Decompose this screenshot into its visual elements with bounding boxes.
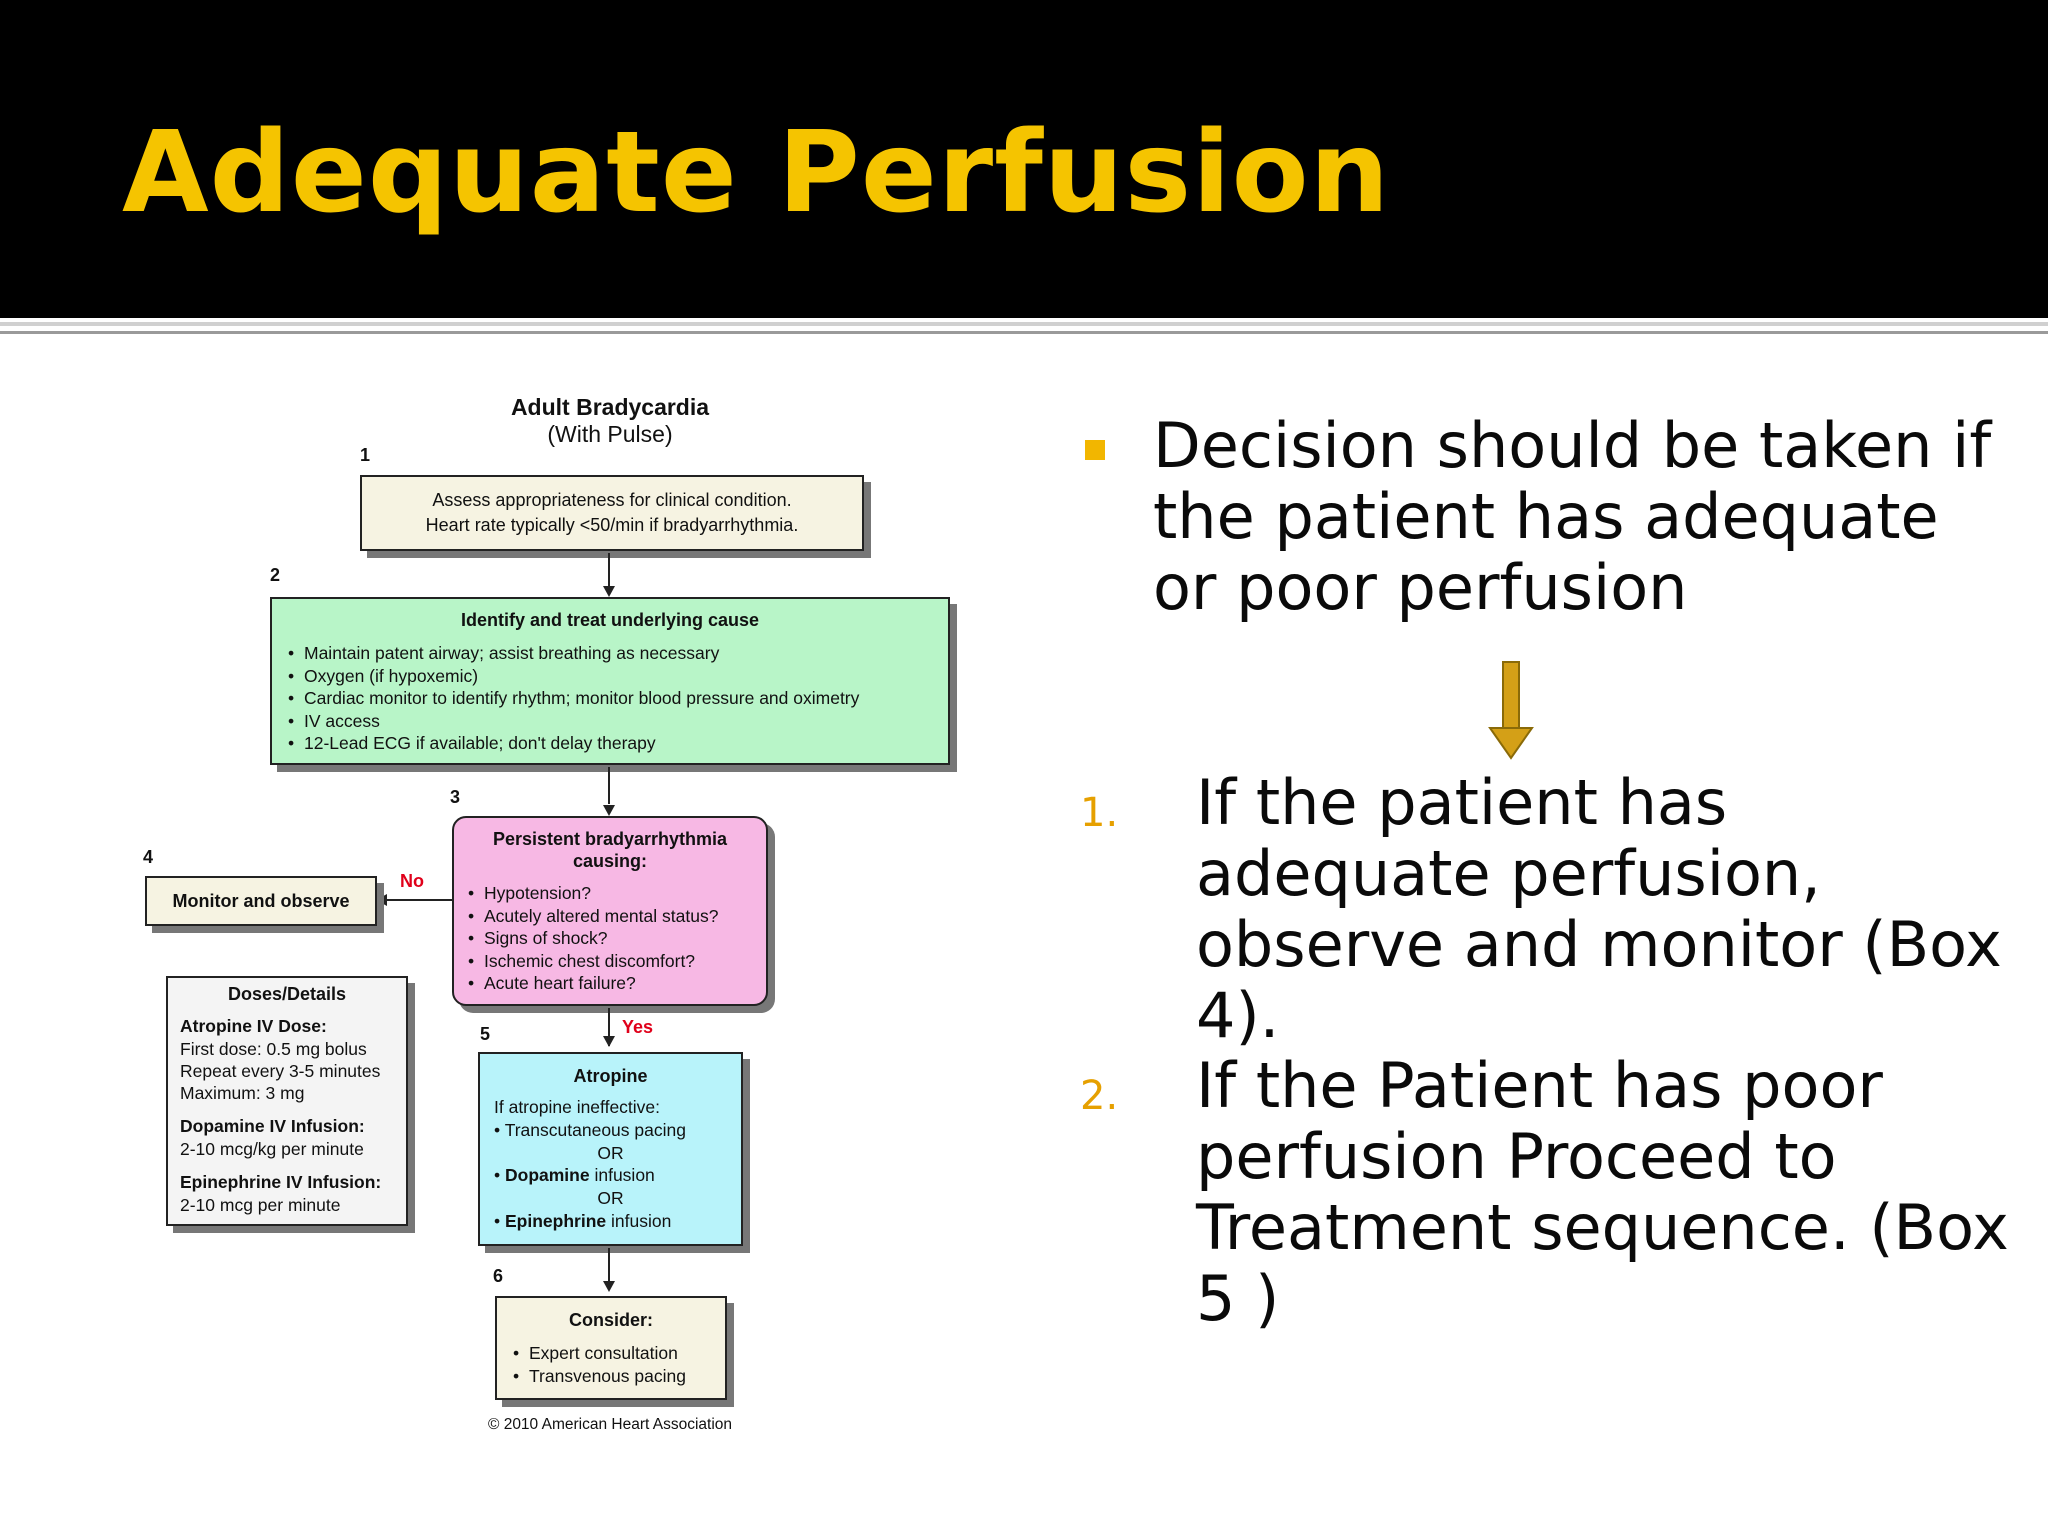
arrow-1-2 <box>608 553 610 594</box>
box-number-2: 2 <box>270 565 281 585</box>
box-underlying-cause: Identify and treat underlying cause Main… <box>270 597 950 765</box>
doses-dopamine-title: Dopamine IV Infusion: <box>180 1116 365 1136</box>
list-number: 2. <box>1080 1073 1119 1119</box>
list-item: Cardiac monitor to identify rhythm; moni… <box>286 687 859 710</box>
arrow-2-3 <box>608 767 610 804</box>
arrow-no <box>386 899 452 901</box>
box-assess-line1: Assess appropriateness for clinical cond… <box>432 490 792 510</box>
list-item: IV access <box>286 710 859 733</box>
box-atropine-intro: If atropine ineffective: <box>494 1097 661 1117</box>
arrowhead <box>603 586 615 597</box>
doses-atropine-line: First dose: 0.5 mg bolus <box>180 1039 367 1059</box>
branch-label-no: No <box>400 871 424 891</box>
doses-heading: Doses/Details <box>227 984 347 1004</box>
box-monitor-observe-text: Monitor and observe <box>172 891 350 911</box>
box-number-5: 5 <box>480 1024 491 1044</box>
numbered-item-1: If the patient has adequate perfusion, o… <box>1196 766 2002 1052</box>
title-bar <box>0 0 2048 318</box>
box-number-3: 3 <box>450 787 461 807</box>
box-assess-line2: Heart rate typically <50/min if bradyarr… <box>425 515 799 535</box>
arrowhead <box>603 1036 615 1047</box>
box-number-6: 6 <box>493 1266 504 1286</box>
flowchart-subtitle: (With Pulse) <box>547 421 673 447</box>
branch-label-yes: Yes <box>622 1017 654 1037</box>
arrow-3-5 <box>608 1008 610 1046</box>
box-monitor-observe: Monitor and observe <box>145 876 377 926</box>
doses-atropine-line: Maximum: 3 mg <box>180 1083 305 1103</box>
arrowhead <box>603 1281 615 1292</box>
box-persistent-list: Hypotension? Acutely altered mental stat… <box>466 882 718 995</box>
list-number: 1. <box>1080 790 1119 836</box>
box-persistent-bradyarrhythmia: Persistent bradyarrhythmia causing: Hypo… <box>452 816 768 1006</box>
box-atropine-or: OR <box>597 1188 624 1208</box>
arrowhead <box>603 805 615 816</box>
option-text: Transcutaneous pacing <box>504 1120 686 1140</box>
doses-dopamine-line: 2-10 mcg/kg per minute <box>180 1139 364 1159</box>
box-consider-heading: Consider: <box>568 1310 653 1330</box>
option-drug: Dopamine <box>505 1165 590 1185</box>
list-item: Acute heart failure? <box>466 972 718 995</box>
box-persistent-heading: Persistent bradyarrhythmia causing: <box>492 829 728 871</box>
box-atropine-or: OR <box>597 1143 624 1163</box>
option-text: infusion <box>606 1211 672 1231</box>
box-atropine-option-1: • Transcutaneous pacing <box>494 1120 686 1140</box>
option-text: infusion <box>589 1165 655 1185</box>
bullet-square-icon <box>1085 440 1105 460</box>
list-item: Ischemic chest discomfort? <box>466 950 718 973</box>
flowchart-title: Adult Bradycardia <box>510 394 710 420</box>
box-consider: Consider: Expert consultation Transvenou… <box>495 1296 727 1400</box>
down-arrow-icon <box>1488 661 1534 760</box>
box-number-4: 4 <box>143 847 154 867</box>
slide-title: Adequate Perfusion <box>122 108 1391 238</box>
box-doses-details: Doses/Details Atropine IV Dose: First do… <box>166 976 408 1226</box>
box-number-1: 1 <box>360 445 371 465</box>
copyright: © 2010 American Heart Association <box>487 1416 733 1433</box>
box-underlying-cause-heading: Identify and treat underlying cause <box>460 610 760 630</box>
numbered-item-2: If the Patient has poor perfusion Procee… <box>1196 1049 2009 1335</box>
arrowhead <box>376 894 387 906</box>
list-item: Acutely altered mental status? <box>466 905 718 928</box>
list-item: Expert consultation <box>511 1342 686 1365</box>
list-item: Signs of shock? <box>466 927 718 950</box>
doses-epinephrine-line: 2-10 mcg per minute <box>180 1195 341 1215</box>
doses-atropine-line: Repeat every 3-5 minutes <box>180 1061 381 1081</box>
list-item: Maintain patent airway; assist breathing… <box>286 642 859 665</box>
divider-line <box>0 322 2048 326</box>
lead-bullet-text: Decision should be taken if the patient … <box>1153 409 1992 624</box>
box-atropine-option-3: • Epinephrine infusion <box>494 1211 672 1231</box>
box-consider-list: Expert consultation Transvenous pacing <box>511 1342 686 1387</box>
divider-line-shadow <box>0 331 2048 334</box>
box-atropine: Atropine If atropine ineffective: • Tran… <box>478 1052 743 1246</box>
arrow-5-6 <box>608 1248 610 1284</box>
box-underlying-cause-list: Maintain patent airway; assist breathing… <box>286 642 859 755</box>
list-item: 12-Lead ECG if available; don't delay th… <box>286 732 859 755</box>
doses-atropine-title: Atropine IV Dose: <box>180 1016 327 1036</box>
list-item: Transvenous pacing <box>511 1365 686 1388</box>
doses-epinephrine-title: Epinephrine IV Infusion: <box>180 1172 382 1192</box>
box-assess: Assess appropriateness for clinical cond… <box>360 475 864 551</box>
option-drug: Epinephrine <box>505 1211 607 1231</box>
box-atropine-option-2: • Dopamine infusion <box>494 1165 655 1185</box>
list-item: Hypotension? <box>466 882 718 905</box>
box-atropine-heading: Atropine <box>573 1066 648 1086</box>
list-item: Oxygen (if hypoxemic) <box>286 665 859 688</box>
